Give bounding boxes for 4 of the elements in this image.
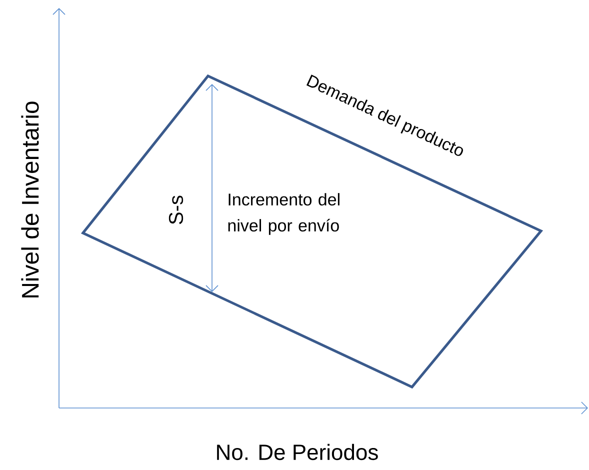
axis-label: No. De Periodos xyxy=(217,444,378,460)
dimension-label: S-s xyxy=(168,196,184,224)
axis-label: Nivel de Inventario xyxy=(21,102,39,298)
annotation-text: Incremento del nivel por envío xyxy=(228,193,340,235)
